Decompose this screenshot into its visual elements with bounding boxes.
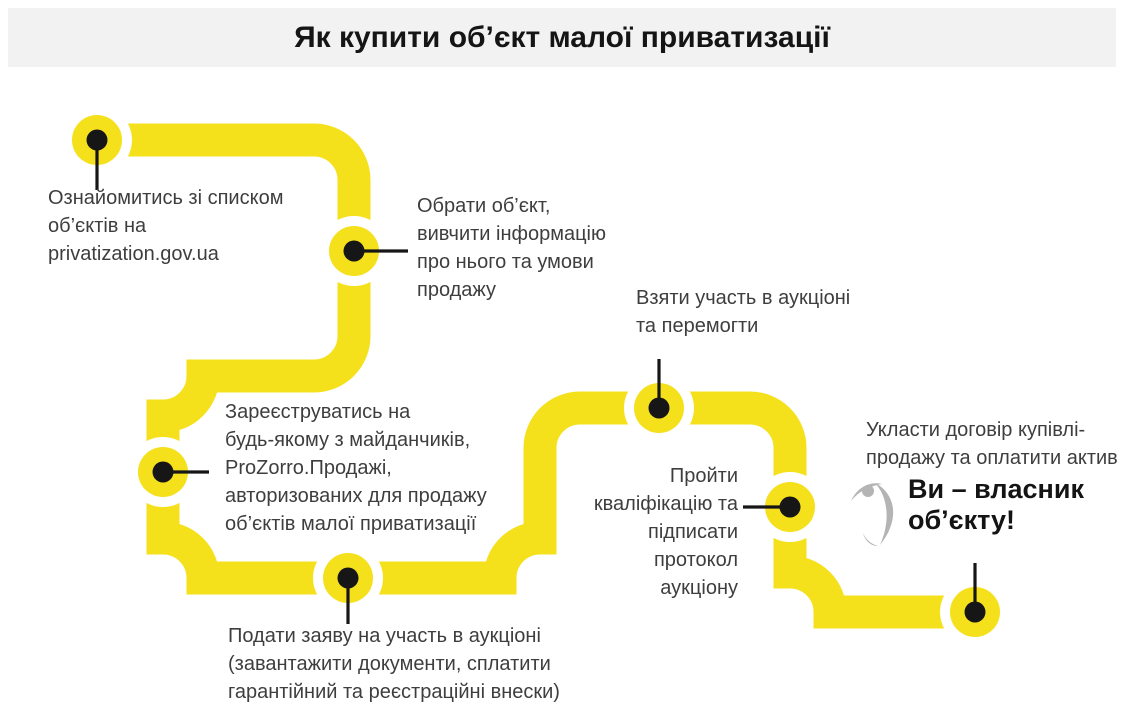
step-label-4: Подати заяву на участь в аукціоні (заван… bbox=[228, 625, 560, 703]
stop-dot-6 bbox=[779, 496, 801, 518]
stop-dot-4 bbox=[337, 567, 359, 589]
step-label-5: Взяти участь в аукціоні та перемогти bbox=[636, 287, 851, 337]
step-label-3: Зареєструватись на будь-якому з майданчи… bbox=[225, 401, 487, 535]
stop-dots bbox=[86, 129, 986, 623]
title-bar: Як купити об’єкт малої приватизації bbox=[8, 8, 1116, 67]
step-label-1: Ознайомитись зі списком об’єктів на priv… bbox=[48, 187, 284, 265]
person-figure-icon bbox=[851, 483, 894, 546]
step-label-6: Пройти кваліфікацію та підписати протоко… bbox=[593, 465, 738, 599]
step-label-7: Укласти договір купівлі- продажу та опла… bbox=[866, 419, 1118, 469]
stop-dot-3 bbox=[152, 461, 174, 483]
stop-dot-7 bbox=[964, 601, 986, 623]
result-headline: Ви – власник об’єкту! bbox=[908, 474, 1084, 535]
stop-dot-1 bbox=[86, 129, 108, 151]
stop-dot-5 bbox=[648, 397, 670, 419]
stop-dot-2 bbox=[343, 240, 365, 262]
step-label-2: Обрати об’єкт, вивчити інформацію про нь… bbox=[417, 195, 606, 301]
page-title: Як купити об’єкт малої приватизації bbox=[294, 20, 830, 54]
